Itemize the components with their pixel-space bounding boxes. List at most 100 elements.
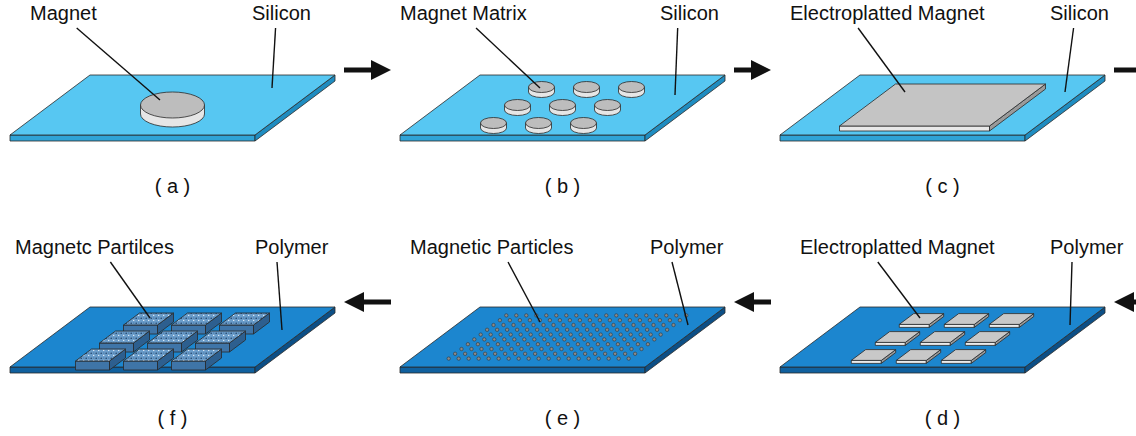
magnet-disk [141, 92, 205, 118]
part-label: Silicon [1050, 2, 1109, 25]
magnetic-particle [587, 357, 590, 360]
magnetic-particle [652, 323, 655, 326]
magnetic-particle [598, 319, 601, 322]
magnetic-particle [573, 352, 576, 355]
magnetic-particle [533, 338, 536, 341]
polymer-substrate [400, 307, 725, 373]
step-caption: ( a ) [155, 175, 191, 198]
magnetic-particle [549, 333, 552, 336]
magnetic-particle [553, 352, 556, 355]
magnetic-particle [546, 343, 549, 346]
magnetic-particle [613, 338, 616, 341]
process-panel: ( c ) [775, 30, 1110, 198]
magnetic-particle [653, 338, 656, 341]
electroplated-magnet [840, 84, 1046, 126]
magnetic-particle [576, 343, 579, 346]
magnetic-particle [613, 352, 616, 355]
magnet-disk [529, 82, 555, 93]
magnetic-particle [643, 338, 646, 341]
panel-illustration [775, 262, 1110, 430]
particle-block [76, 349, 126, 361]
magnetic-particle [512, 323, 515, 326]
leader-line [878, 262, 920, 318]
magnetic-particle [530, 347, 533, 350]
particle-block [124, 349, 174, 361]
part-label: Polymer [650, 236, 723, 259]
part-label: Polymer [255, 236, 328, 259]
electroplated-magnet [840, 126, 990, 131]
magnetic-particle [639, 333, 642, 336]
magnetic-particle [590, 347, 593, 350]
electroplated-magnet [944, 324, 974, 327]
substrate-face [400, 135, 645, 141]
magnetic-particle [645, 314, 648, 317]
magnetic-particle [513, 352, 516, 355]
electroplated-magnet [851, 360, 881, 363]
substrate-face [780, 307, 1105, 367]
substrate-items [447, 314, 688, 361]
magnetic-particle [678, 319, 681, 322]
magnetic-particle [649, 333, 652, 336]
magnetic-particle [558, 319, 561, 322]
magnetic-particle [620, 347, 623, 350]
magnetic-particle [665, 328, 668, 331]
magnetic-particle [675, 314, 678, 317]
magnetic-particle [523, 352, 526, 355]
electroplated-magnet [899, 324, 929, 327]
magnetic-particle [658, 319, 661, 322]
magnetic-particle [665, 314, 668, 317]
electroplated-magnet [941, 360, 971, 363]
electroplated-magnet [989, 314, 1033, 325]
part-label: Electroplatted Magnet [800, 236, 995, 259]
substrate-face [780, 367, 1025, 373]
magnetic-particle [629, 333, 632, 336]
magnetic-particle [460, 347, 463, 350]
particle-block [100, 331, 150, 343]
particle-block [172, 349, 222, 361]
magnetic-particle [585, 314, 588, 317]
magnetic-particle [582, 323, 585, 326]
magnetic-particle [579, 333, 582, 336]
part-label: Silicon [660, 2, 719, 25]
magnetic-particle [600, 347, 603, 350]
substrate-items [141, 92, 205, 127]
electroplated-magnet [920, 332, 964, 343]
magnetic-particle [528, 319, 531, 322]
magnetic-particle [498, 319, 501, 322]
magnetic-particle [473, 352, 476, 355]
particle-block [124, 361, 158, 370]
magnetic-particle [565, 314, 568, 317]
magnetic-particle [543, 338, 546, 341]
magnetic-particle [496, 343, 499, 346]
process-arrow [1114, 70, 1136, 302]
magnetic-particle [533, 352, 536, 355]
magnetic-particle [603, 352, 606, 355]
step-caption: ( d ) [925, 407, 961, 430]
magnetic-particle [565, 328, 568, 331]
magnetic-particle [510, 347, 513, 350]
magnetic-particle [493, 352, 496, 355]
magnetic-particle [457, 357, 460, 360]
magnetic-particle [505, 328, 508, 331]
electroplated-magnet [896, 350, 940, 361]
magnetic-particle [633, 352, 636, 355]
magnetic-particle [453, 352, 456, 355]
part-label: Silicon [252, 2, 311, 25]
electroplated-magnet [944, 314, 988, 325]
magnetic-particle [550, 347, 553, 350]
magnetic-particle [515, 328, 518, 331]
magnetic-particle [627, 357, 630, 360]
magnetic-particle [636, 343, 639, 346]
magnetic-particle [520, 347, 523, 350]
particle-block [148, 331, 198, 343]
electroplated-magnet [941, 350, 985, 361]
magnetic-particle [532, 323, 535, 326]
magnetic-particle [489, 333, 492, 336]
silicon-substrate [10, 75, 335, 141]
magnetic-particle [585, 328, 588, 331]
magnetic-particle [536, 343, 539, 346]
magnetic-particle [470, 347, 473, 350]
magnetic-particle [573, 338, 576, 341]
magnetic-particle [592, 323, 595, 326]
